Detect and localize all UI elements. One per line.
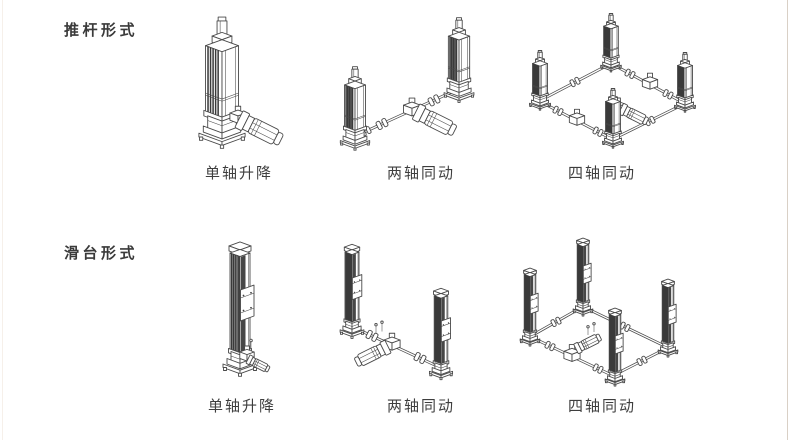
caption-rod-single-axis: 单轴升降 [204, 165, 273, 182]
caption-slide-dual-axis: 两轴同动 [386, 398, 455, 415]
section-label-slide-type: 滑台形式 [64, 245, 139, 262]
right-page-border [787, 0, 788, 440]
slide-single-axis-figure [222, 241, 272, 378]
slide-quad-axis-figure [519, 237, 679, 387]
rod-quad-axis-figure [529, 13, 696, 149]
rod-single-axis-figure [198, 16, 286, 150]
caption-rod-quad-axis: 四轴同动 [567, 165, 636, 182]
caption-slide-single-axis: 单轴升降 [207, 398, 276, 415]
left-page-border [2, 0, 3, 440]
caption-slide-quad-axis: 四轴同动 [567, 398, 636, 415]
rod-dual-axis-figure [339, 17, 475, 151]
section-label-rod-type: 推杆形式 [64, 22, 139, 39]
slide-dual-axis-figure [339, 243, 454, 381]
caption-rod-dual-axis: 两轴同动 [386, 165, 455, 182]
